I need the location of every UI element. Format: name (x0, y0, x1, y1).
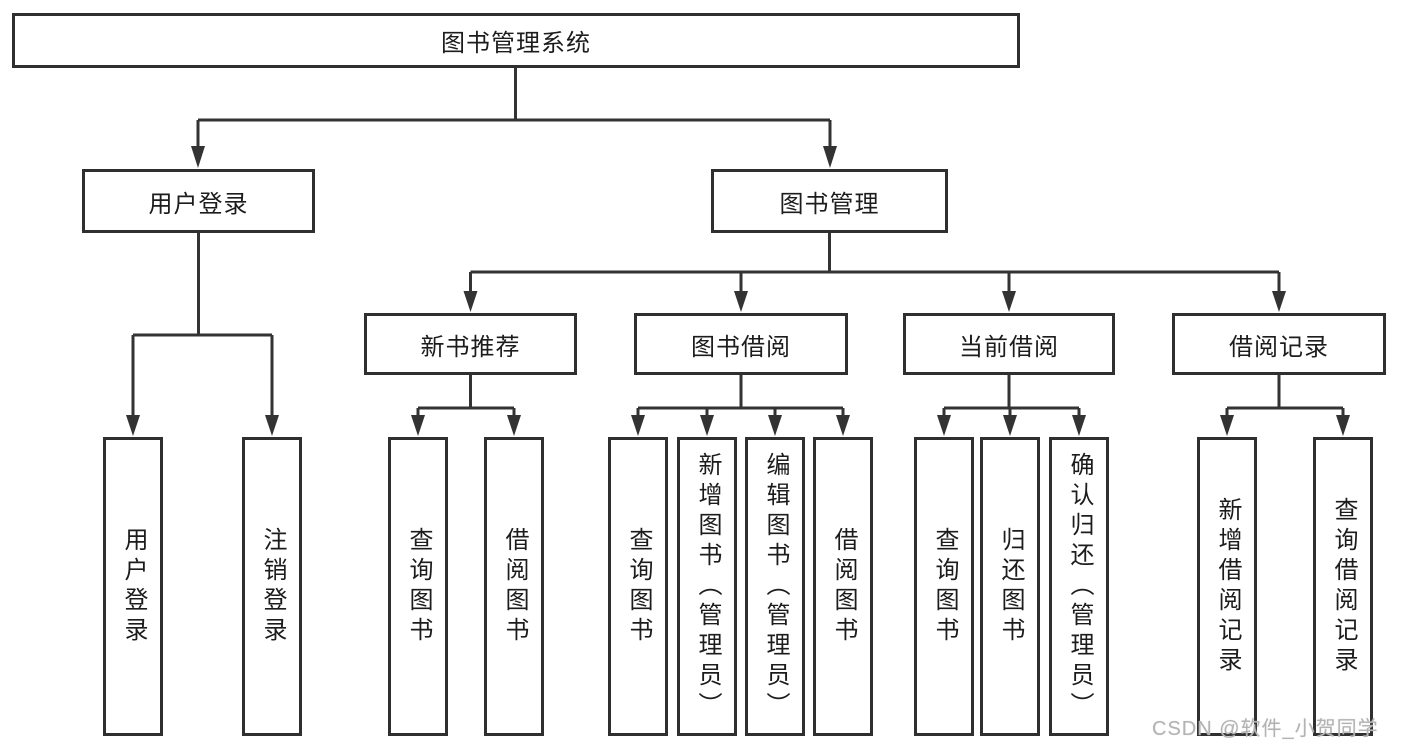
leaf-query-books-current: 查询图书 (914, 437, 974, 736)
arrowhead-icon (191, 146, 205, 168)
node-label: 归还图书 (997, 526, 1024, 647)
node-label: 图书管理系统 (441, 30, 591, 57)
arrowhead-icon (463, 291, 478, 312)
node-label: 借阅记录 (1229, 333, 1329, 361)
node-label: 用户登录 (120, 526, 147, 647)
node-label: 编辑图书（管理员） (762, 451, 789, 722)
node-label: 图书借阅 (691, 333, 791, 361)
node-label: 查询图书 (405, 526, 432, 647)
connector-book-management-branch (469, 233, 1281, 294)
connector-root-to-level2 (196, 68, 832, 150)
node-borrow-records: 借阅记录 (1172, 313, 1386, 375)
arrowhead-icon (507, 415, 521, 436)
connector-user-login-branch (131, 233, 274, 418)
node-label: 借阅图书 (830, 526, 857, 647)
arrowhead-icon (700, 415, 714, 436)
connector-borrow-records-group (1225, 375, 1345, 419)
leaf-query-books-borrow: 查询图书 (608, 437, 668, 736)
node-label: 当前借阅 (959, 333, 1059, 361)
arrowhead-icon (1220, 415, 1234, 436)
node-label: 新增图书（管理员） (694, 451, 721, 722)
leaf-logout: 注销登录 (242, 437, 302, 736)
node-label: 用户登录 (148, 190, 249, 218)
arrowhead-icon (1336, 415, 1350, 436)
arrowhead-icon (1003, 415, 1017, 436)
connector-book-borrow-group (636, 375, 845, 419)
arrowhead-icon (836, 415, 850, 436)
node-label: 图书管理 (779, 190, 880, 218)
arrowhead-icon (126, 415, 140, 436)
leaf-user-login: 用户登录 (103, 437, 163, 736)
node-label: 查询借阅记录 (1330, 496, 1357, 677)
leaf-edit-book-admin: 编辑图书（管理员） (745, 437, 805, 736)
node-label: 确认归还（管理员） (1066, 451, 1093, 722)
node-book-borrow: 图书借阅 (634, 313, 848, 375)
arrowhead-icon (1002, 291, 1016, 312)
arrowhead-icon (1272, 291, 1286, 312)
leaf-add-borrow-record: 新增借阅记录 (1197, 437, 1257, 736)
arrowhead-icon (265, 415, 279, 436)
leaf-query-books-recommend: 查询图书 (388, 437, 448, 736)
node-label: 注销登录 (259, 526, 286, 647)
arrowhead-icon (823, 146, 837, 168)
leaf-borrow-books-recommend: 借阅图书 (484, 437, 544, 736)
node-library-management-system: 图书管理系统 (12, 13, 1020, 68)
arrowhead-icon (734, 291, 748, 312)
connector-new-book-group (416, 375, 516, 419)
arrowhead-icon (1072, 415, 1086, 436)
arrowhead-icon (937, 415, 951, 436)
connector-current-borrow-group (942, 375, 1081, 419)
leaf-return-books: 归还图书 (980, 437, 1040, 736)
node-label: 新书推荐 (420, 333, 521, 361)
node-label: 借阅图书 (501, 526, 528, 647)
node-label: 新增借阅记录 (1214, 496, 1241, 677)
csdn-watermark: CSDN @软件_小贺同学 (1152, 718, 1379, 740)
arrowhead-icon (411, 415, 425, 436)
arrowhead-icon (768, 415, 782, 436)
node-book-management: 图书管理 (711, 169, 948, 233)
node-user-login: 用户登录 (82, 169, 315, 233)
arrowhead-icon (631, 415, 645, 436)
node-current-borrow: 当前借阅 (903, 313, 1115, 375)
node-label: 查询图书 (931, 526, 958, 647)
leaf-query-borrow-record: 查询借阅记录 (1313, 437, 1373, 736)
node-label: 查询图书 (625, 526, 652, 647)
leaf-add-book-admin: 新增图书（管理员） (677, 437, 737, 736)
leaf-confirm-return-admin: 确认归还（管理员） (1049, 437, 1109, 736)
leaf-borrow-books: 借阅图书 (813, 437, 873, 736)
node-new-book-recommend: 新书推荐 (364, 313, 577, 375)
